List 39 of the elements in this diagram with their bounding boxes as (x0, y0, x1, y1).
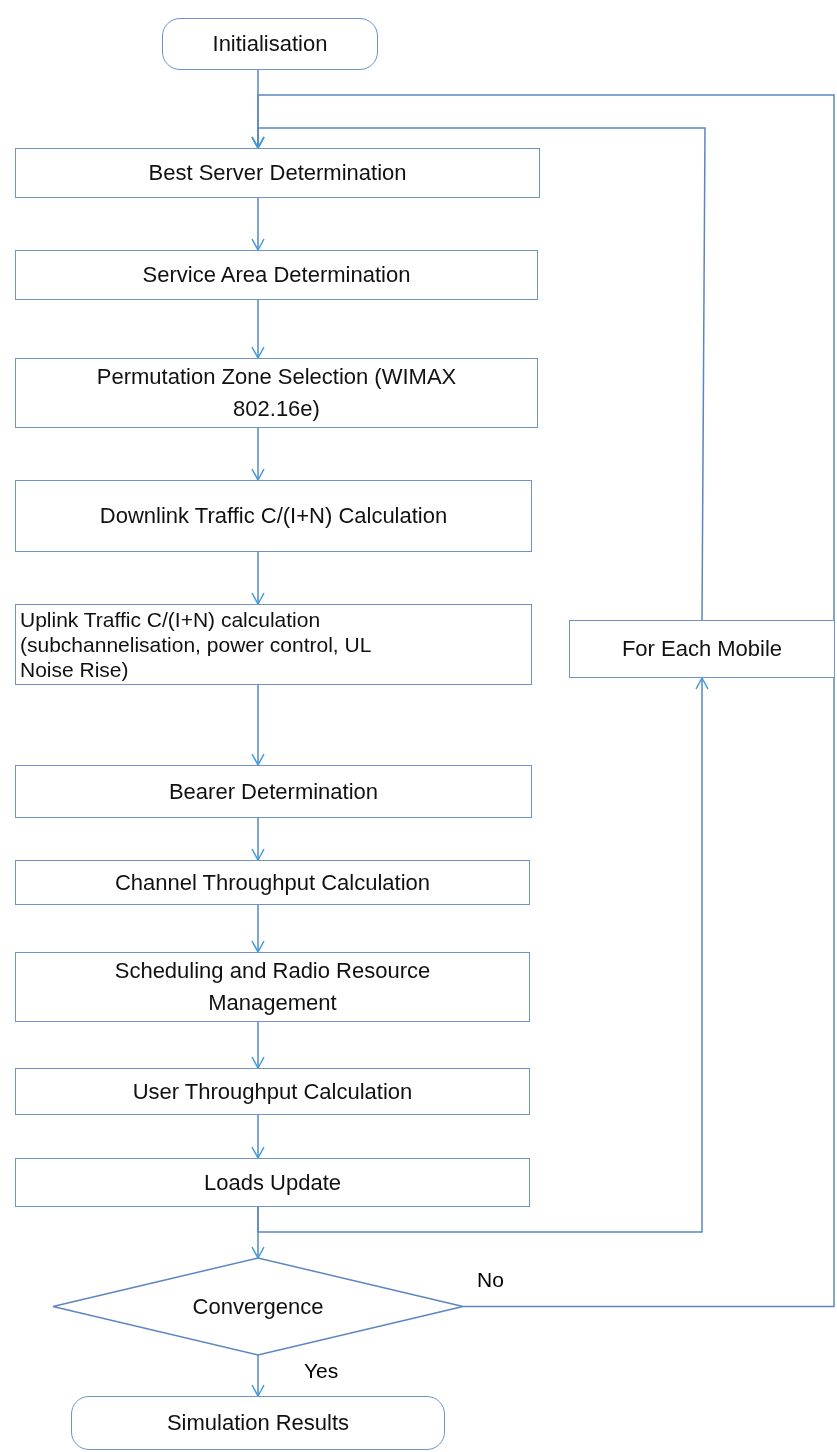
node-text: Channel Throughput Calculation (114, 868, 431, 897)
arrow (251, 904, 265, 953)
arrow (251, 94, 835, 1308)
process-box (15, 952, 530, 1022)
process-box (15, 860, 530, 905)
node-text: Convergence (192, 1292, 324, 1321)
arrow (251, 684, 265, 766)
node-text: Simulation Results (166, 1409, 350, 1437)
node-text: For Each Mobile (621, 635, 783, 663)
arrow (251, 551, 265, 605)
node-text: Downlink Traffic C/(I+N) Calculation (99, 502, 448, 530)
node-text: User Throughput Calculation (132, 1077, 413, 1106)
node-text: Permutation Zone Selection (WIMAX 802.16e) (95, 363, 458, 423)
process-box (15, 765, 532, 818)
node-text: Initialisation (212, 30, 328, 58)
arrow (251, 427, 265, 481)
process-box (15, 148, 540, 198)
arrow (251, 197, 265, 251)
node-text: Bearer Determination (168, 777, 379, 806)
process-box (15, 1068, 530, 1115)
process-box (15, 480, 532, 552)
arrow (251, 299, 265, 359)
process-box (15, 1158, 530, 1207)
node-text: Loads Update (204, 1168, 341, 1197)
arrow (251, 1354, 265, 1397)
arrow (257, 677, 709, 1233)
arrow (251, 817, 265, 861)
node-text: Best Server Determination (148, 159, 407, 187)
node-text: Service Area Determination (142, 261, 411, 289)
process-box (15, 358, 538, 428)
arrow (251, 1021, 265, 1069)
arrow (251, 1114, 265, 1159)
node-text: Scheduling and Radio Resource Management (113, 957, 432, 1017)
process-box (15, 604, 532, 685)
terminal-box (71, 1396, 445, 1450)
terminal-box (162, 18, 378, 70)
node-text: Uplink Traffic C/(I+N) calculation (subchannelisation, power control, UL Noise Rise) (20, 607, 372, 682)
process-box (569, 620, 835, 678)
process-box (15, 250, 538, 300)
